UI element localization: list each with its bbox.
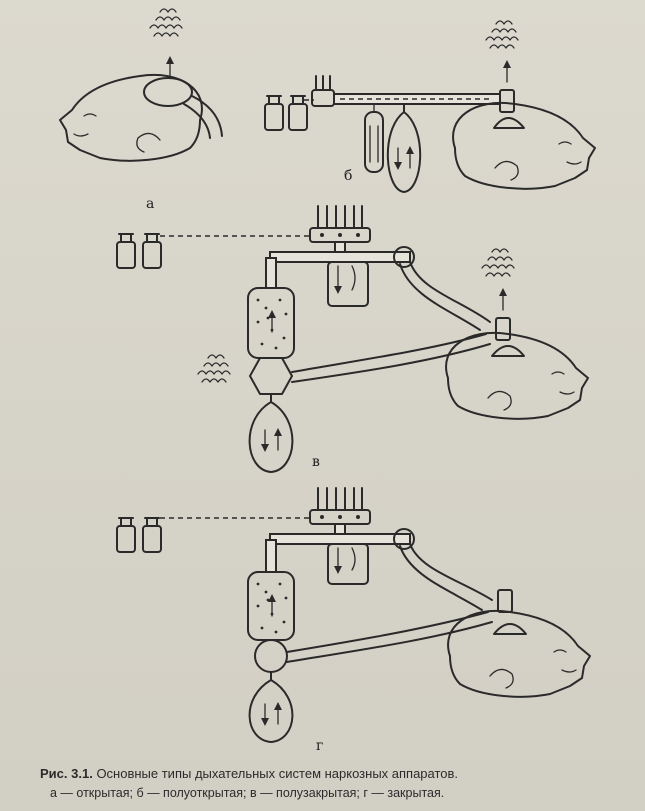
absorber-granules	[256, 582, 288, 634]
panel-label-a: а	[146, 196, 155, 212]
panel-label-g: г	[316, 738, 324, 754]
panel-g-closed-system	[116, 487, 591, 743]
panel-b-semi-open-system	[264, 20, 596, 193]
figure-title: Основные типы дыхательных систем наркозн…	[96, 766, 459, 781]
panel-label-b: б	[344, 168, 353, 184]
figure-legend: а — открытая; б — полуоткрытая; в — полу…	[50, 786, 445, 800]
panel-a-open-system	[59, 8, 223, 162]
panel-label-v: в	[312, 454, 320, 470]
figure-caption: Рис. 3.1. Основные типы дыхательных сист…	[40, 766, 630, 781]
figure-number: Рис. 3.1.	[40, 766, 93, 781]
panel-v-semi-closed-system	[116, 205, 589, 473]
